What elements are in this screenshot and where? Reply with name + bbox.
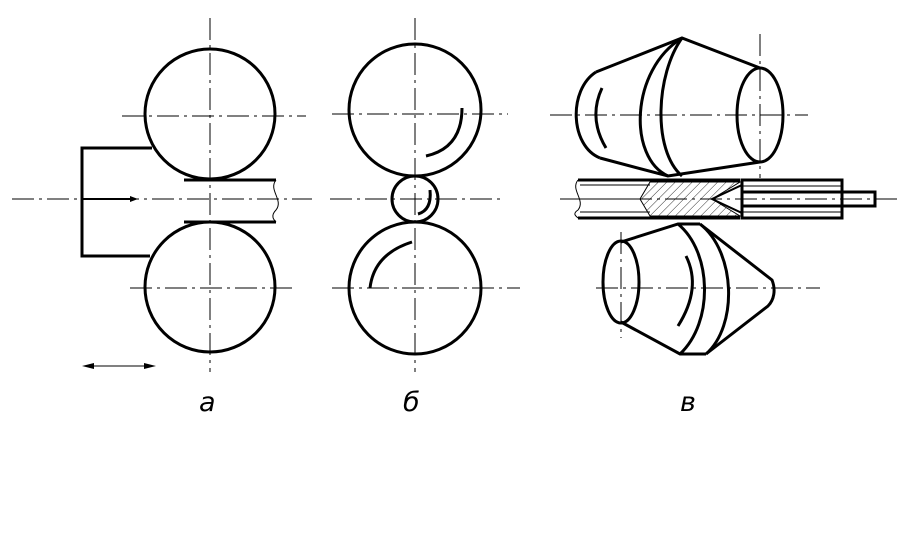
scheme-v-lower-conical-roll [601, 222, 776, 356]
scheme-v-mandrel [709, 178, 877, 220]
scheme-v-upper-conical-roll [574, 36, 785, 178]
scheme-b-lower-roll [347, 220, 483, 356]
scheme-v [550, 34, 900, 356]
scheme-b-label: б [403, 387, 420, 418]
scheme-v-label: в [680, 387, 696, 418]
scheme-b [330, 18, 520, 372]
scheme-v-tube [574, 178, 742, 220]
scheme-b-workpiece-rotation-mark [417, 189, 432, 216]
scheme-a [12, 18, 312, 372]
scheme-a-direction-arrow [82, 363, 156, 369]
scheme-a-bracket [80, 146, 152, 258]
scheme-v-deformation-zone [639, 181, 742, 217]
scheme-b-lower-rotation-mark [368, 240, 413, 289]
scheme-a-workpiece [184, 178, 279, 224]
scheme-a-label: а [199, 387, 216, 418]
scheme-b-upper-rotation-mark [425, 107, 464, 158]
